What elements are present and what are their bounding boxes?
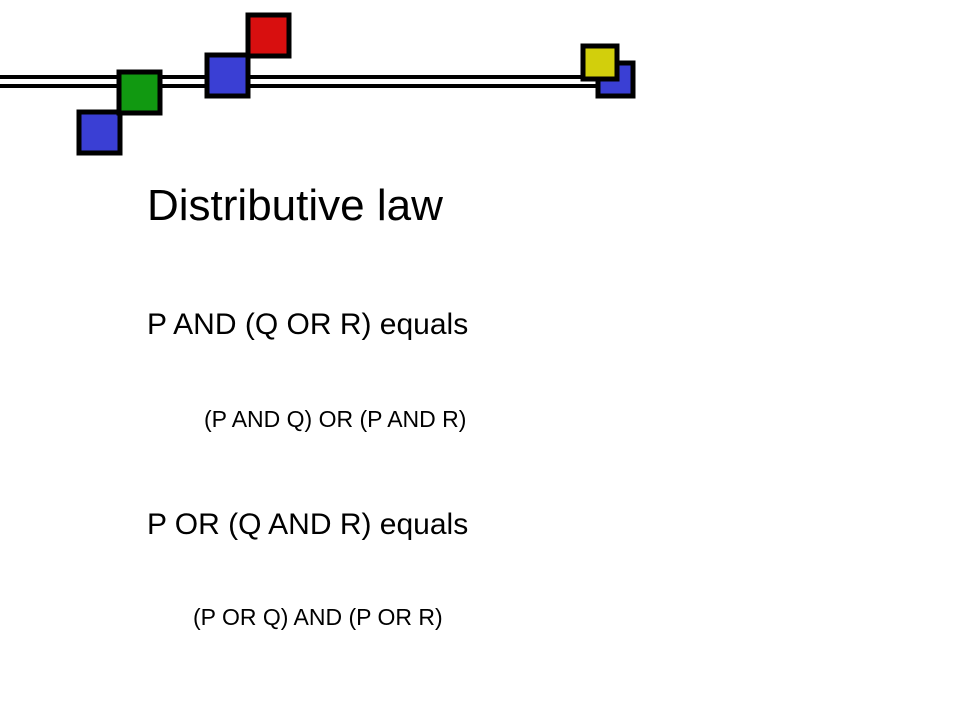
blue-square-bottom-left (76, 109, 123, 156)
green-square (116, 69, 163, 116)
rule-1-right-side: (P AND Q) OR (P AND R) (204, 406, 467, 432)
blue-square-right (595, 60, 636, 99)
slide-title: Distributive law (147, 181, 443, 230)
header-rule (0, 75, 612, 88)
red-square (245, 12, 292, 59)
rule-2-left-side: P OR (Q AND R) equals (147, 508, 469, 541)
rule-2-right-side: (P OR Q) AND (P OR R) (193, 604, 443, 630)
rule-1-left-side: P AND (Q OR R) equals (147, 308, 469, 341)
yellow-square (580, 43, 620, 82)
blue-square-middle (204, 52, 251, 99)
